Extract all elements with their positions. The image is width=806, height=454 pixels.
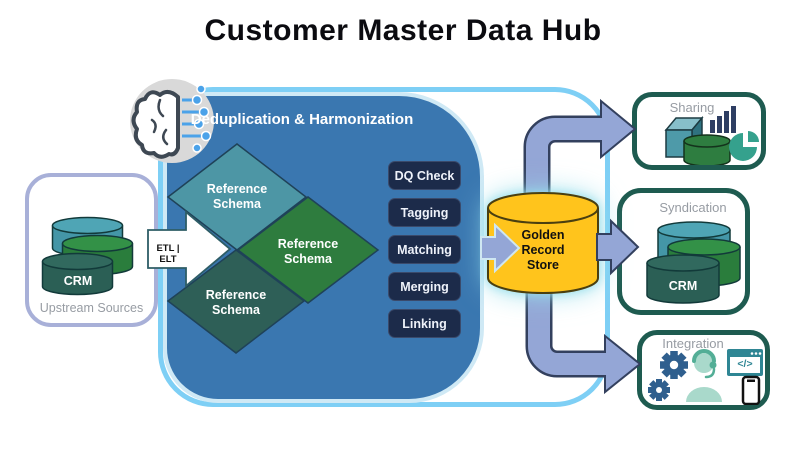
page-title: Customer Master Data Hub (204, 14, 602, 47)
step-merging: Merging (388, 272, 461, 301)
smartphone-icon (741, 375, 761, 405)
gear-icon-small (648, 379, 670, 401)
bar-chart-icon (710, 106, 736, 133)
step-linking: Linking (388, 309, 461, 338)
golden-record-store-label: Golden Record Store (521, 228, 565, 272)
reference-schema-label-2: Reference Schema (277, 237, 339, 266)
database-icon-crm (646, 254, 720, 304)
step-dq-check: DQ Check (388, 161, 461, 190)
database-icon-crm (41, 252, 114, 296)
upstream-sources-label: Upstream Sources (39, 301, 144, 315)
reference-schema-label-1: Reference Schema (206, 182, 268, 211)
hub-title: Deduplication & Harmonization (190, 111, 414, 128)
database-icon-green (683, 134, 731, 165)
upstream-crm-label: CRM (63, 274, 93, 288)
source-databases-icon (41, 216, 134, 296)
syndication-crm-label: CRM (668, 279, 698, 293)
syndication-label: Syndication (659, 200, 727, 215)
etl-elt-label: ETL | ELT (156, 243, 180, 265)
code-window-label: </> (737, 358, 753, 370)
pie-chart-icon (729, 131, 759, 161)
integration-label: Integration (662, 336, 724, 351)
sharing-box (632, 92, 766, 170)
upstream-sources-box (25, 173, 158, 327)
target-databases-icon (646, 221, 741, 304)
support-agent-icon (686, 349, 722, 402)
step-tagging: Tagging (388, 198, 461, 227)
gear-icon-large (660, 351, 688, 379)
step-matching: Matching (388, 235, 461, 264)
reference-schema-label-3: Reference Schema (205, 288, 267, 317)
sharing-label: Sharing (669, 100, 715, 115)
code-window-icon (727, 349, 763, 376)
